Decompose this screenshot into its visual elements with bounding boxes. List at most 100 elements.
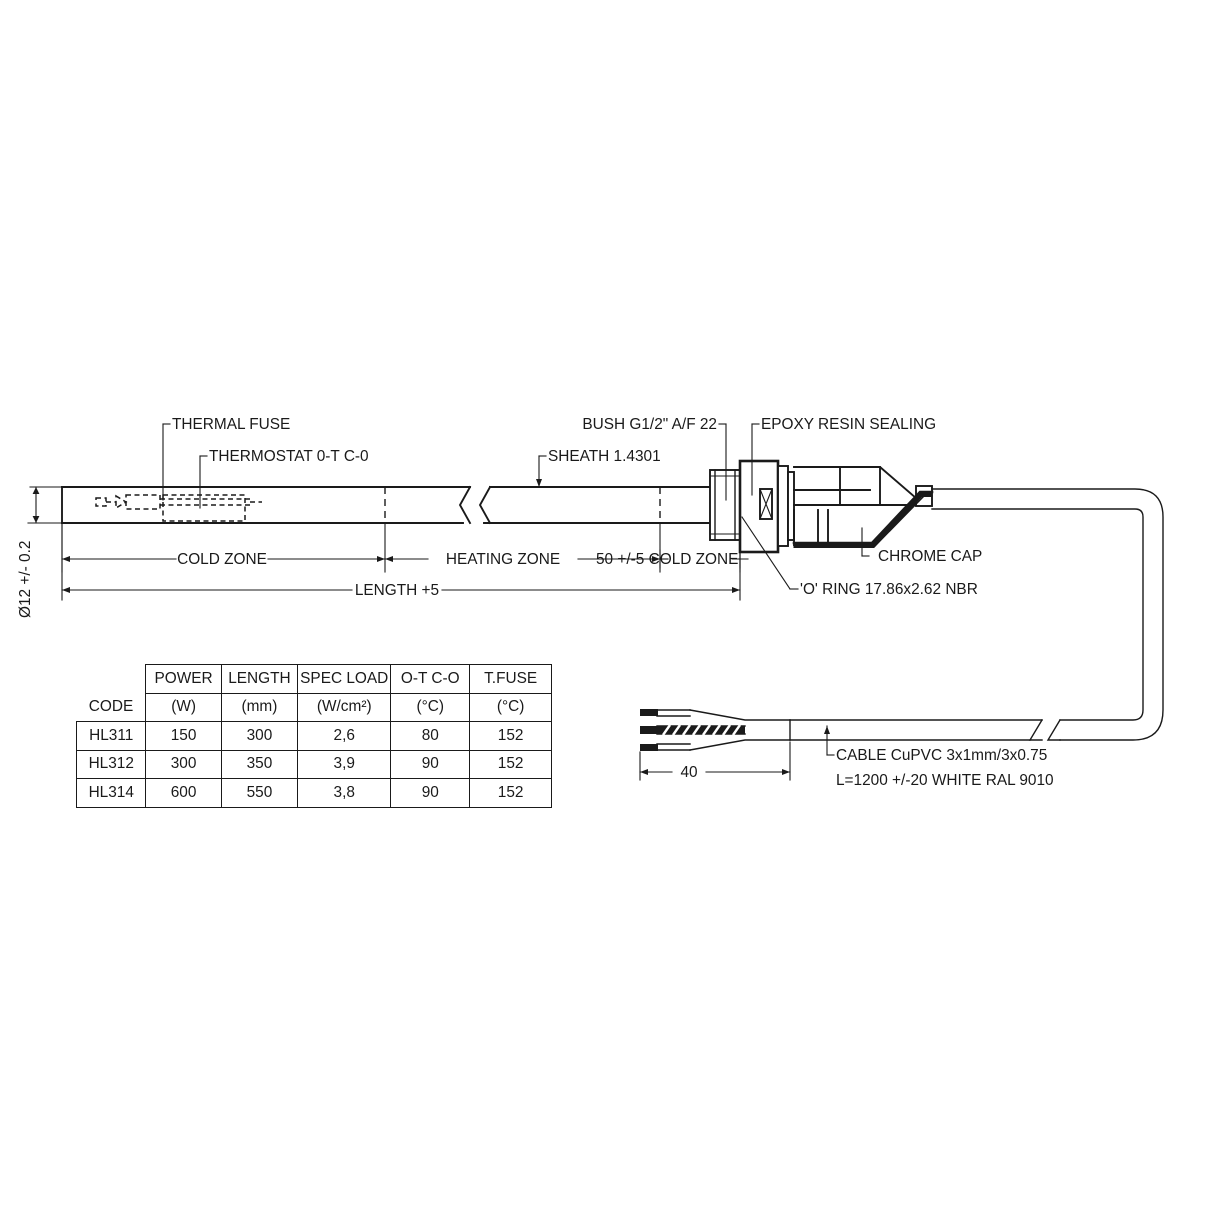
dim-dia-arrow-bottom xyxy=(32,516,40,523)
cell-tfuse: 152 xyxy=(469,749,552,779)
dim-40-arrow-r xyxy=(782,769,790,775)
thermostat-body xyxy=(162,494,246,522)
epoxy-body xyxy=(738,459,780,554)
heater-sheath xyxy=(61,485,711,525)
washer-1 xyxy=(777,465,789,547)
header-otco: O-T C-O xyxy=(390,664,471,694)
dim-length-arrow-r xyxy=(732,587,740,593)
callout-cable-line2: L=1200 +/-20 WHITE RAL 9010 xyxy=(836,772,1054,789)
cell-code: HL312 xyxy=(75,749,147,779)
cell-tfuse: 152 xyxy=(469,778,552,808)
dim-length-arrow-l xyxy=(62,587,70,593)
dim-40-label: 40 xyxy=(680,764,697,781)
dim-cold-arrow-r xyxy=(377,556,385,562)
break-right xyxy=(478,485,492,525)
header-blank-cell xyxy=(76,664,147,693)
unit-tfuse: (°C) xyxy=(469,692,552,722)
callout-epoxy: EPOXY RESIN SEALING xyxy=(761,416,936,433)
callout-o-ring: 'O' RING 17.86x2.62 NBR xyxy=(800,581,978,598)
zone-boundaries xyxy=(384,487,661,523)
wire-mid-fill xyxy=(657,726,745,734)
cap-upper-profile xyxy=(793,466,917,506)
cap-shade-fill xyxy=(794,492,932,548)
fuse-terminal-left xyxy=(95,497,107,507)
cable-outer-edge xyxy=(931,488,1164,741)
dimension-diameter xyxy=(27,486,63,524)
callout-bush: BUSH G1/2" A/F 22 xyxy=(582,416,717,433)
cell-otco: 90 xyxy=(390,778,471,808)
unit-power: (W) xyxy=(145,692,222,722)
internal-components xyxy=(95,494,262,522)
leader-sheath-arrow xyxy=(536,479,542,487)
fuse-capsule xyxy=(125,494,161,510)
wire-mid-hatch xyxy=(662,724,741,736)
jacket-taper-top xyxy=(689,709,791,721)
unit-otco: (°C) xyxy=(390,692,471,722)
dim-cold-zone-50-label: 50 +/-5 COLD ZONE xyxy=(596,551,738,568)
wire-upper-tip xyxy=(640,709,658,716)
table-row: HL311 150 300 2,6 80 152 xyxy=(75,721,552,751)
header-tfuse: T.FUSE xyxy=(469,664,552,694)
header-power: POWER xyxy=(145,664,222,694)
jacket-taper-bottom xyxy=(689,739,791,751)
leader-cable-arrow xyxy=(824,726,830,734)
table-header-row-2: CODE (W) (mm) (W/cm²) (°C) (°C) xyxy=(76,692,552,722)
cell-length: 300 xyxy=(220,721,299,751)
cell-code: HL311 xyxy=(75,721,147,751)
chrome-cap-housing xyxy=(792,466,934,548)
cable-break-left xyxy=(1028,719,1043,741)
dim-heating-zone-label: HEATING ZONE xyxy=(446,551,560,568)
cable-break-right xyxy=(1046,719,1061,741)
cap-lower-left xyxy=(793,509,871,546)
seal-stack xyxy=(777,465,795,547)
callout-leaders xyxy=(162,423,870,756)
outgoing-cable xyxy=(789,488,1164,741)
header-spec-load: SPEC LOAD xyxy=(297,664,392,694)
cable-stripped-end xyxy=(640,709,791,751)
dim-cold-arrow-l xyxy=(62,556,70,562)
unit-length: (mm) xyxy=(220,692,299,722)
dim-diameter-label: Ø12 +/- 0.2 xyxy=(17,541,34,618)
cable-inner-edge xyxy=(931,508,1144,721)
fuse-symbol xyxy=(115,494,128,510)
cell-spec-load: 3,8 xyxy=(297,778,392,808)
cell-otco: 90 xyxy=(390,749,471,779)
cell-spec-load: 3,9 xyxy=(297,749,392,779)
cell-spec-load: 2,6 xyxy=(297,721,392,751)
callout-thermal-fuse: THERMAL FUSE xyxy=(172,416,290,433)
cap-hatch-band-lower xyxy=(792,490,934,545)
unit-spec-load: (W/cm²) xyxy=(297,692,392,722)
cell-length: 550 xyxy=(220,778,299,808)
dim-length-label: LENGTH +5 xyxy=(355,582,439,599)
spec-table-container: POWER LENGTH SPEC LOAD O-T C-O T.FUSE CO… xyxy=(75,664,552,808)
cell-length: 350 xyxy=(220,749,299,779)
table-header-row-1: POWER LENGTH SPEC LOAD O-T C-O T.FUSE xyxy=(76,664,552,694)
callout-sheath: SHEATH 1.4301 xyxy=(548,448,661,465)
spec-table: POWER LENGTH SPEC LOAD O-T C-O T.FUSE CO… xyxy=(75,664,552,808)
washer-2 xyxy=(787,471,795,541)
dim-heat-arrow-l xyxy=(385,556,393,562)
cell-power: 150 xyxy=(145,721,222,751)
dim-heat-arrow-r xyxy=(652,556,660,562)
header-length: LENGTH xyxy=(220,664,299,694)
wire-lower-tip xyxy=(640,744,658,751)
leader-oring-diag xyxy=(741,516,791,590)
cell-power: 300 xyxy=(145,749,222,779)
epoxy-slot-cross xyxy=(759,488,773,520)
wire-mid-tip xyxy=(640,726,658,734)
callout-chrome-cap: CHROME CAP xyxy=(878,548,982,565)
callout-cable-line1: CABLE CuPVC 3x1mm/3x0.75 xyxy=(836,747,1047,764)
bush-assembly xyxy=(709,469,741,541)
callout-thermostat: THERMOSTAT 0-T C-0 xyxy=(209,448,369,465)
break-left xyxy=(458,485,472,525)
cell-tfuse: 152 xyxy=(469,721,552,751)
header-code: CODE xyxy=(76,693,147,722)
dim-cold-zone-label: COLD ZONE xyxy=(177,551,267,568)
dim-dia-arrow-top xyxy=(32,487,40,494)
cell-code: HL314 xyxy=(75,778,147,808)
table-row: HL312 300 350 3,9 90 152 xyxy=(75,749,552,779)
cell-power: 600 xyxy=(145,778,222,808)
dimension-row-length xyxy=(61,522,741,601)
